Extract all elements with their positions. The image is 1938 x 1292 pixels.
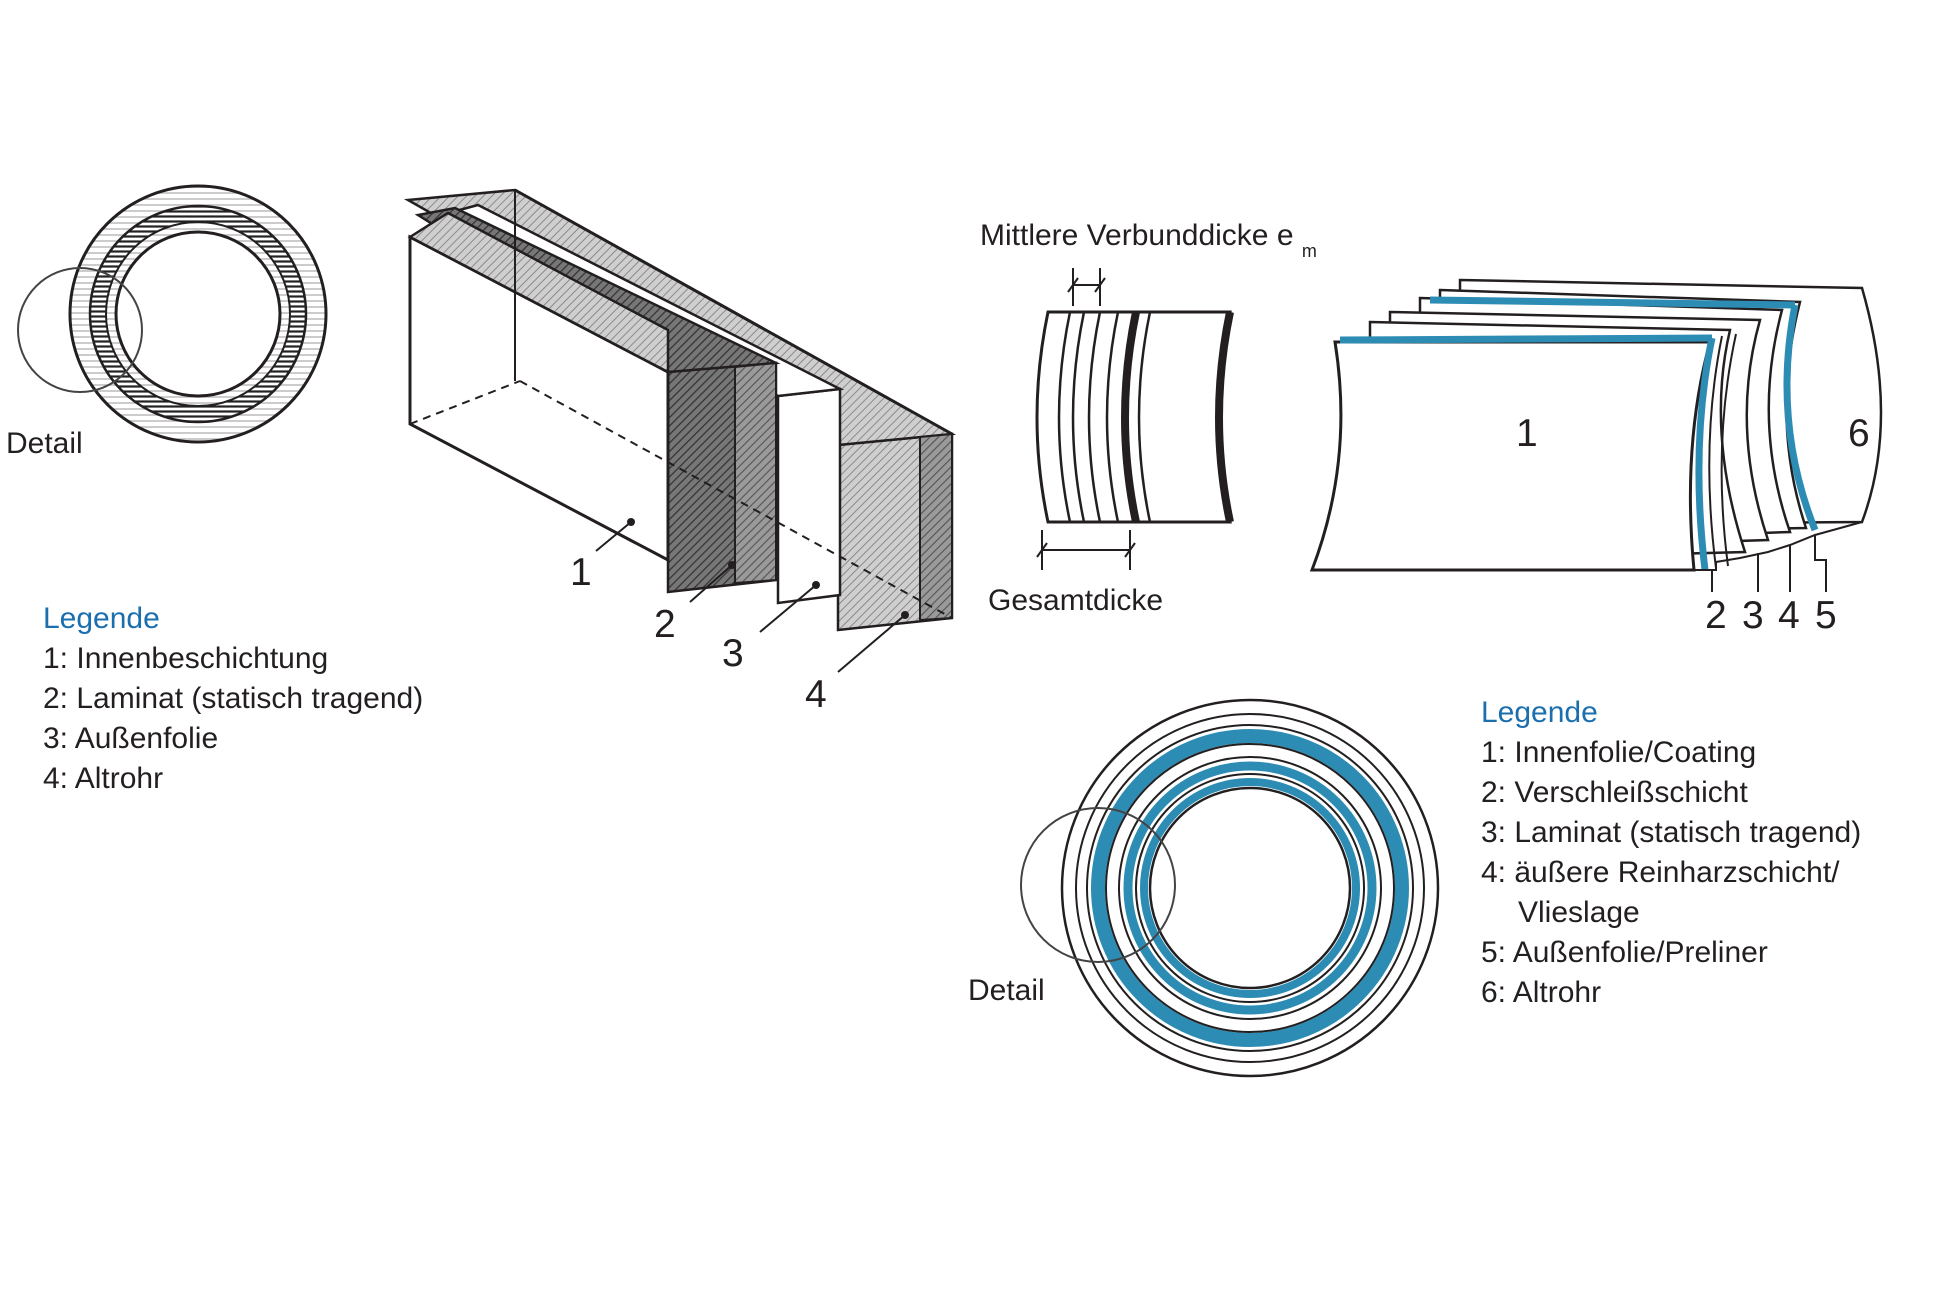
pipe-number-3: 3 [1742,594,1764,637]
left-detail-label: Detail [6,427,83,460]
left-leaders [595,518,909,673]
pipe-number-5: 5 [1815,594,1837,637]
total-thickness-label: Gesamtdicke [988,584,1163,617]
left-number-4: 4 [805,673,827,716]
left-detail-circle [17,267,143,393]
right-detail-label: Detail [968,974,1045,1007]
right-legend-item-2: 2: Verschleißschicht [1481,776,1748,809]
right-legend-item-6: 6: Altrohr [1481,976,1601,1009]
left-layer-blocks [403,188,957,632]
left-legend-title: Legende [43,602,160,635]
thickness-label-text: Mittlere Verbunddicke e m [980,219,1317,261]
left-legend-item-3: 3: Außenfolie [43,722,218,755]
left-legend-item-2: 2: Laminat (statisch tragend) [43,682,423,715]
right-legend-item-4-cont: Vlieslage [1518,896,1640,929]
thickness-subscript: m [1302,241,1317,261]
left-legend-item-4: 4: Altrohr [43,762,163,795]
right-legend-title: Legende [1481,696,1598,729]
right-legend-item-5: 5: Außenfolie/Preliner [1481,936,1768,969]
thickness-section [1035,268,1234,570]
right-legend-item-1: 1: Innenfolie/Coating [1481,736,1756,769]
pipe-number-6: 6 [1848,412,1870,455]
pipe-number-4: 4 [1778,594,1800,637]
left-number-2: 2 [654,603,676,646]
right-legend-item-3: 3: Laminat (statisch tragend) [1481,816,1861,849]
left-legend: Legende 1: Innenbeschichtung 2: Laminat … [43,602,423,795]
pipe-number-2: 2 [1705,594,1727,637]
thickness-label: Mittlere Verbunddicke e [980,219,1294,252]
layered-pipe [1309,278,1883,592]
pipe-number-1: 1 [1516,412,1538,455]
left-legend-item-1: 1: Innenbeschichtung [43,642,328,675]
left-number-3: 3 [722,632,744,675]
left-number-1: 1 [570,551,592,594]
right-detail-circle [1020,807,1176,963]
right-legend: Legende 1: Innenfolie/Coating 2: Verschl… [1481,696,1861,1009]
right-pipe-cross-section [1020,698,1440,1078]
right-legend-item-4: 4: äußere Reinharzschicht/ [1481,856,1840,889]
left-pipe-cross-section [17,184,328,444]
